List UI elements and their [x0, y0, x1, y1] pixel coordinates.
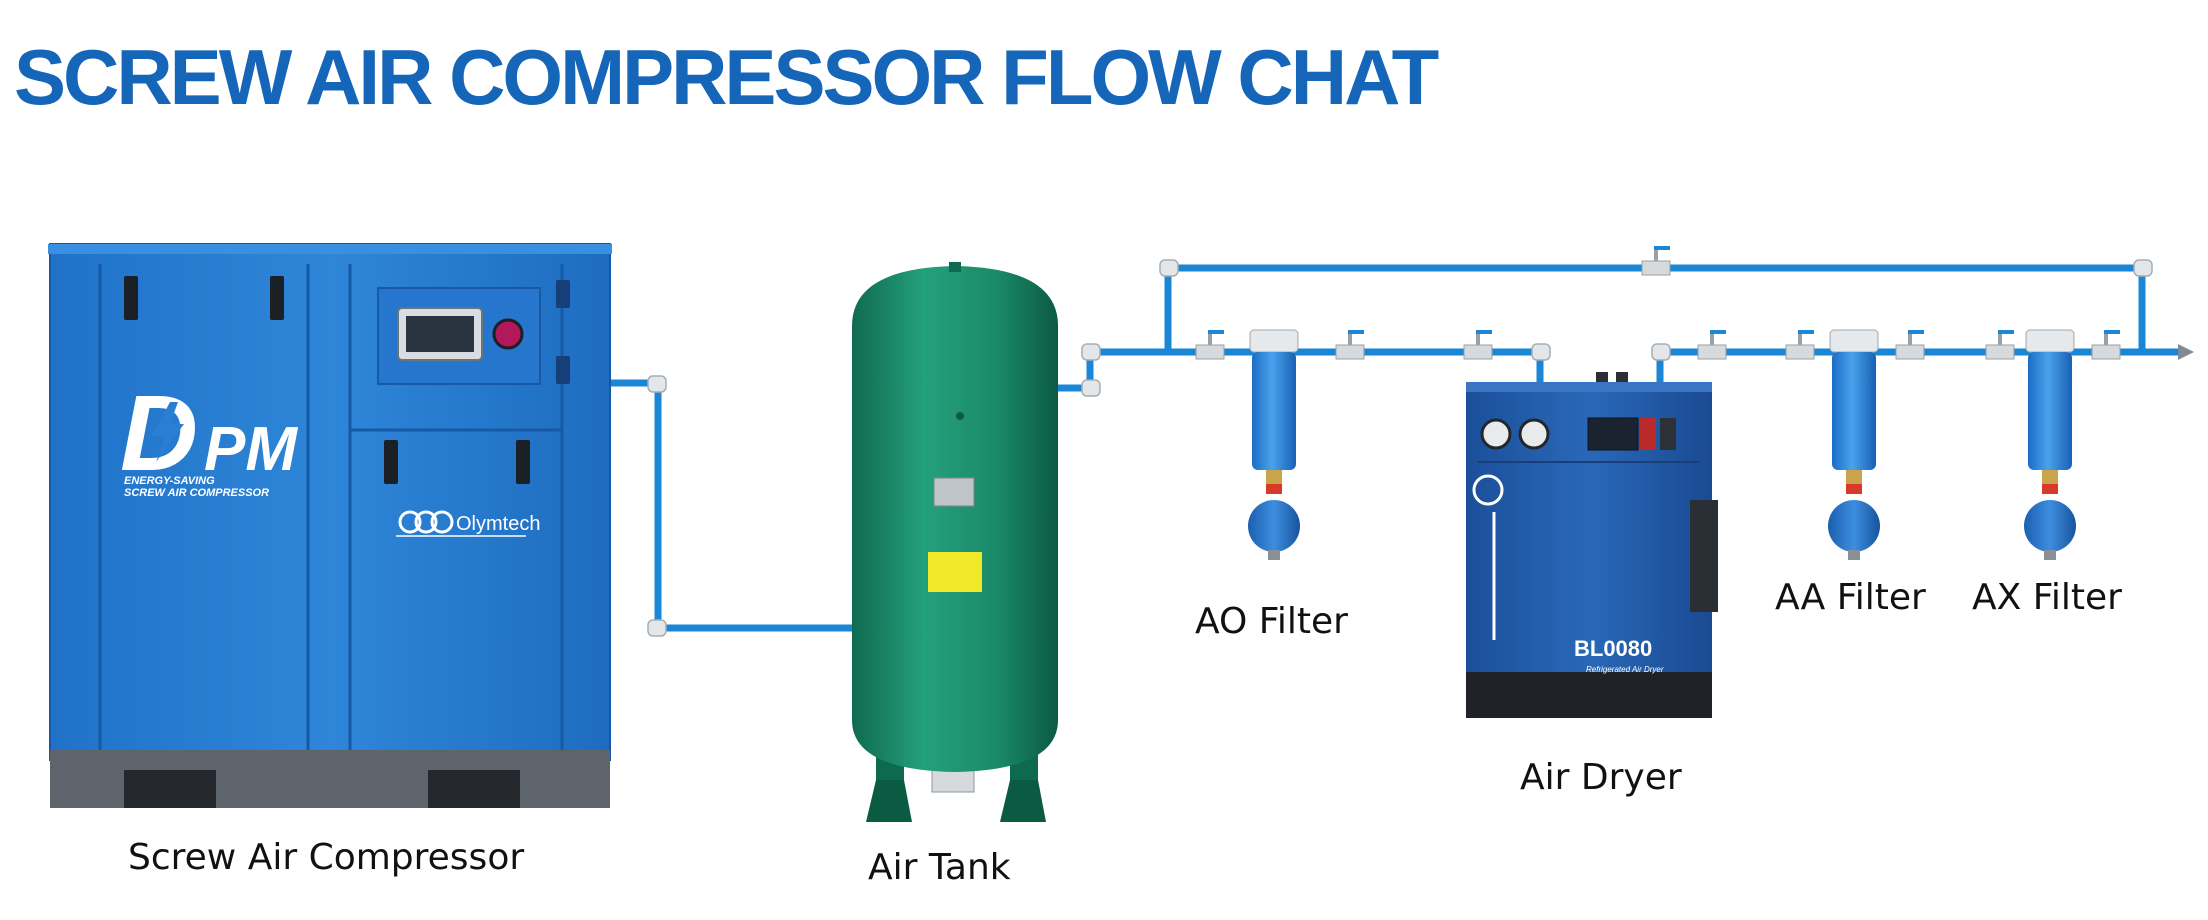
ax-filter — [2024, 329, 2076, 560]
dryer-model: BL0080 — [1574, 636, 1652, 661]
aa-filter — [1828, 329, 1880, 560]
dryer-logo-icon — [1472, 474, 1504, 506]
drain-valve-icon — [1248, 500, 1300, 552]
dryer-fan-grill-icon — [1690, 500, 1718, 612]
tank-gauge-icon — [933, 477, 975, 507]
tank-body — [852, 266, 1058, 772]
air-dryer: BL0080 Refrigerated Air Dryer — [1466, 372, 1718, 718]
dryer-subtitle: Refrigerated Air Dryer — [1586, 665, 1664, 674]
screw-air-compressor: D PM ENERGY-SAVING SCREW AIR COMPRESSOR … — [48, 243, 612, 808]
door-handle-icon — [270, 276, 284, 320]
olymtech-text: Olymtech — [456, 513, 540, 535]
ao-filter — [1248, 329, 1300, 560]
outlet-arrow-icon — [2178, 344, 2194, 360]
valves — [1195, 246, 2121, 360]
label-ax-filter: AX Filter — [1972, 577, 2122, 618]
door-handle-icon — [516, 440, 530, 484]
pipe-compressor-to-tank — [604, 379, 856, 632]
dpm-logo: D PM — [120, 372, 298, 493]
label-air-tank: Air Tank — [868, 847, 1011, 888]
dryer-base — [1466, 672, 1712, 718]
pressure-gauge-icon — [1480, 418, 1512, 450]
compressor-tagline-2: SCREW AIR COMPRESSOR — [124, 487, 269, 499]
door-handle-icon — [384, 440, 398, 484]
label-ao-filter: AO Filter — [1195, 601, 1348, 642]
pressure-gauge-icon — [1518, 418, 1550, 450]
compressor-tagline-1: ENERGY-SAVING — [124, 475, 215, 487]
svg-text:PM: PM — [204, 415, 298, 484]
label-air-dryer: Air Dryer — [1520, 757, 1682, 798]
pipe-network — [604, 264, 2182, 632]
drain-valve-icon — [1828, 500, 1880, 552]
page-title: SCREW AIR COMPRESSOR FLOW CHAT — [14, 33, 1439, 121]
emergency-stop-icon — [492, 318, 524, 350]
pipe-bypass — [1164, 264, 2146, 356]
label-compressor: Screw Air Compressor — [128, 837, 525, 878]
air-tank — [852, 262, 1058, 822]
pipe-tank-to-ao-filter — [1054, 348, 1264, 392]
label-aa-filter: AA Filter — [1775, 577, 1926, 618]
tank-nameplate — [928, 552, 982, 592]
olymtech-logo-icon — [398, 510, 454, 534]
pipe-elbows — [647, 259, 2153, 637]
drain-valve-icon — [2024, 500, 2076, 552]
door-handle-icon — [124, 276, 138, 320]
